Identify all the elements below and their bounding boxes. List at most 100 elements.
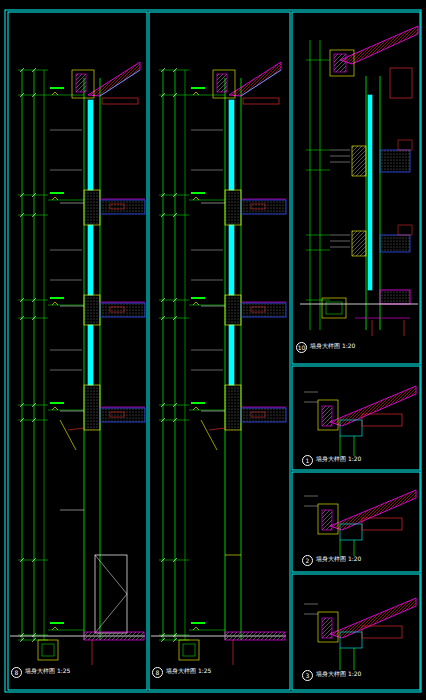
drawing-line	[60, 411, 84, 412]
drawing-line	[52, 92, 55, 95]
drawing-line	[44, 70, 45, 640]
drawing-line	[175, 70, 176, 640]
drawing-line	[306, 150, 330, 151]
drawing-line	[330, 241, 350, 242]
drawing-rect	[380, 290, 410, 304]
drawing-rect	[229, 100, 234, 190]
drawing-line	[241, 70, 281, 96]
drawing-line	[191, 170, 223, 171]
drawing-line	[92, 640, 93, 665]
drawing-line	[161, 93, 165, 97]
drawing-rect	[352, 146, 366, 176]
drawing-line	[225, 555, 241, 556]
drawing-line	[100, 302, 145, 303]
drawing-line	[55, 407, 58, 410]
drawing-line	[306, 300, 330, 301]
drawing-line	[354, 436, 355, 458]
drawing-line	[225, 78, 226, 640]
drawing-line	[173, 193, 177, 197]
drawing-line	[50, 350, 82, 351]
drawing-line	[173, 638, 177, 642]
drawing-line	[196, 407, 199, 410]
drawing-line	[300, 304, 418, 305]
drawing-line	[196, 197, 199, 200]
drawing-line	[52, 197, 55, 200]
drawing-line	[34, 70, 35, 640]
drawing-line	[185, 70, 186, 640]
drawing-rect	[191, 622, 205, 624]
drawing-line	[189, 410, 225, 411]
drawing-line	[32, 93, 36, 97]
drawing-rect	[191, 402, 205, 404]
drawing-rect	[42, 644, 54, 656]
drawing-rect	[322, 618, 332, 638]
drawing-line	[310, 40, 311, 330]
drawing-line	[60, 306, 84, 307]
drawing-line	[173, 633, 177, 637]
drawing-line	[330, 156, 350, 157]
drawing-rect	[50, 297, 64, 299]
drawing-line	[55, 92, 58, 95]
detail-caption: 墙身大样图 1:20	[315, 556, 362, 562]
drawing-line	[193, 407, 196, 410]
drawing-rect	[100, 303, 145, 317]
drawing-line	[241, 407, 286, 408]
drawing-rect	[292, 12, 420, 364]
drawing-rect	[398, 140, 412, 150]
drawing-rect	[84, 385, 100, 430]
drawing-line	[52, 407, 55, 410]
drawing-rect	[340, 524, 362, 540]
drawing-rect	[292, 574, 420, 690]
sheet-frames	[5, 10, 421, 692]
drawing-line	[189, 305, 225, 306]
drawing-line	[50, 170, 82, 171]
drawing-line	[241, 199, 286, 200]
drawing-line	[20, 558, 24, 562]
drawing-line	[173, 418, 177, 422]
drawing-line	[304, 506, 318, 507]
drawing-line	[189, 630, 225, 631]
drawing-line	[95, 555, 127, 594]
drawing-line	[20, 213, 24, 217]
drawing-line	[340, 648, 341, 670]
drawing-line	[32, 418, 36, 422]
drawing-line	[372, 320, 373, 336]
drawing-rect	[225, 385, 241, 430]
drawing-line	[32, 403, 36, 407]
drawing-rect	[330, 50, 354, 76]
drawing-rect	[213, 70, 235, 98]
drawing-line	[201, 411, 225, 412]
drawing-rect	[334, 54, 346, 72]
drawing-rect	[241, 200, 286, 214]
drawing-line	[163, 70, 164, 640]
drawing-line	[161, 298, 165, 302]
callout-number: 8	[152, 667, 163, 678]
drawing-line	[48, 410, 84, 411]
drawing-line	[32, 638, 36, 642]
drawing-rect	[340, 420, 362, 436]
drawing-line	[48, 305, 84, 306]
drawing-rect	[76, 74, 86, 92]
drawing-rect	[318, 504, 338, 534]
drawing-line	[55, 627, 58, 630]
drawing-line	[60, 510, 84, 511]
drawing-line	[173, 316, 177, 320]
drawing-rect	[225, 632, 285, 640]
drawing-line	[50, 370, 82, 371]
drawing-line	[20, 68, 24, 72]
detail-caption: 墙身大样图 1:25	[24, 668, 71, 674]
drawing-rect	[183, 644, 195, 656]
drawing-rect	[322, 298, 346, 318]
wall-detail-section	[300, 26, 418, 336]
drawing-rect	[95, 555, 127, 633]
drawing-line	[173, 68, 177, 72]
drawing-line	[84, 78, 85, 640]
drawing-rect	[84, 190, 100, 225]
drawing-line	[100, 199, 145, 200]
drawing-line	[193, 92, 196, 95]
drawing-line	[193, 197, 196, 200]
drawing-rect	[368, 95, 372, 290]
drawing-line	[68, 428, 84, 430]
drawing-line	[48, 630, 84, 631]
